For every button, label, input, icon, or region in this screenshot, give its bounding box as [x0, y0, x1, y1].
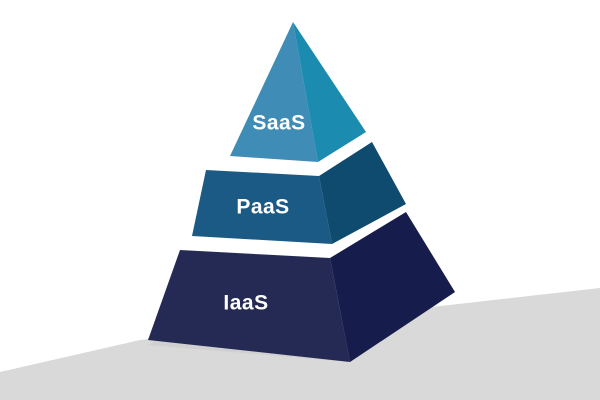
tier-iaas-side-face — [330, 212, 455, 362]
tier-paas: PaaS — [192, 142, 406, 244]
tier-saas-label: SaaS — [252, 112, 305, 135]
tier-saas-side-face — [293, 22, 366, 162]
tier-saas-front-face — [230, 22, 318, 162]
tier-paas-label: PaaS — [236, 196, 289, 219]
tier-iaas: IaaS — [148, 212, 455, 362]
tier-iaas-label: IaaS — [223, 292, 268, 315]
tier-paas-front-face — [192, 170, 332, 244]
tier-paas-side-face — [319, 142, 406, 244]
tier-iaas-front-face — [148, 250, 350, 362]
tier-saas: SaaS — [230, 22, 366, 162]
